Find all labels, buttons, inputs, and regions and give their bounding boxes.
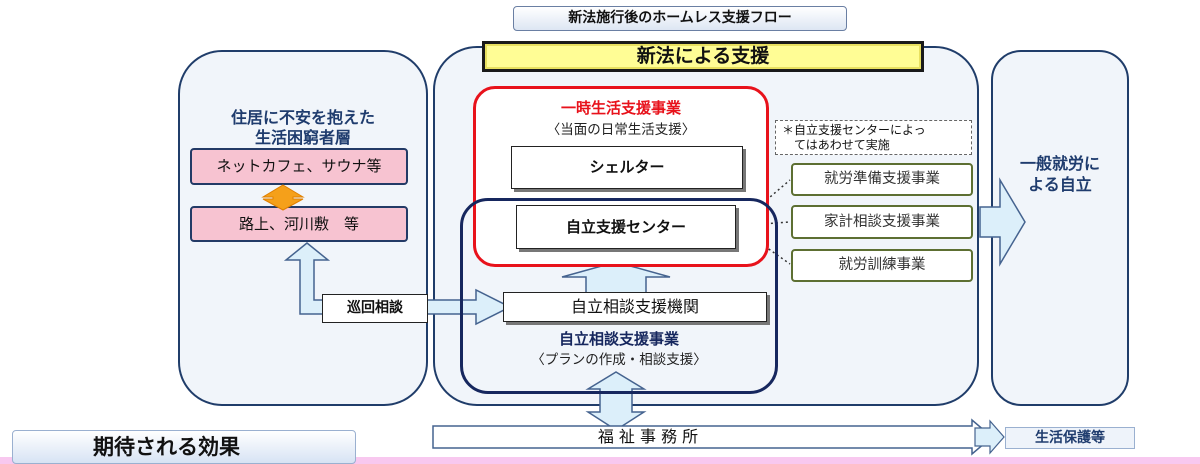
temp-support-subtitle: 〈当面の日常生活支援〉 xyxy=(546,122,696,138)
left-heading-line1: 住居に不安を抱えた xyxy=(230,108,375,127)
protection-arrow xyxy=(974,419,1005,455)
up-arrow xyxy=(561,261,671,294)
center-header: 新法による支援 xyxy=(482,41,924,72)
note-line1: ＊自立支援センターによっ xyxy=(782,123,926,137)
right-heading-line1: 一般就労に xyxy=(1019,154,1100,173)
program-employment-prep: 就労準備支援事業 xyxy=(791,163,973,196)
program-household-budget: 家計相談支援事業 xyxy=(791,205,973,239)
orange-double-arrow xyxy=(261,184,305,211)
diagram-title: 新法施行後のホームレス支援フロー xyxy=(513,6,847,31)
welfare-office-label: 福 祉 事 務 所 xyxy=(597,427,699,446)
support-center-box: 自立支援センター xyxy=(516,205,736,249)
outreach-box: 巡回相談 xyxy=(322,294,428,323)
box-street: 路上、河川敷 等 xyxy=(190,206,408,242)
note-box: ＊自立支援センターによっ てはあわせて実施 xyxy=(775,120,972,155)
program-employment-training: 就労訓練事業 xyxy=(791,249,973,282)
bottom-band xyxy=(0,457,1200,464)
welfare-protection: 生活保護等 xyxy=(1005,427,1135,449)
expected-effects-tab: 期待される効果 xyxy=(12,430,356,464)
box-netcafe: ネットカフェ、サウナ等 xyxy=(190,148,408,185)
right-heading-line2: よる自立 xyxy=(1028,175,1092,194)
employment-arrow xyxy=(979,177,1026,267)
temp-support-title: 一時生活支援事業 xyxy=(560,99,681,117)
shelter-box: シェルター xyxy=(511,146,743,189)
consult-support-box xyxy=(460,198,778,394)
consult-agency-box: 自立相談支援機関 xyxy=(503,292,767,322)
consult-support-subtitle: 〈プランの作成・相談支援〉 xyxy=(531,352,707,368)
note-line2: てはあわせて実施 xyxy=(794,138,890,152)
consult-support-title: 自立相談支援事業 xyxy=(558,330,679,348)
left-heading-line2: 生活困窮者層 xyxy=(254,128,351,147)
